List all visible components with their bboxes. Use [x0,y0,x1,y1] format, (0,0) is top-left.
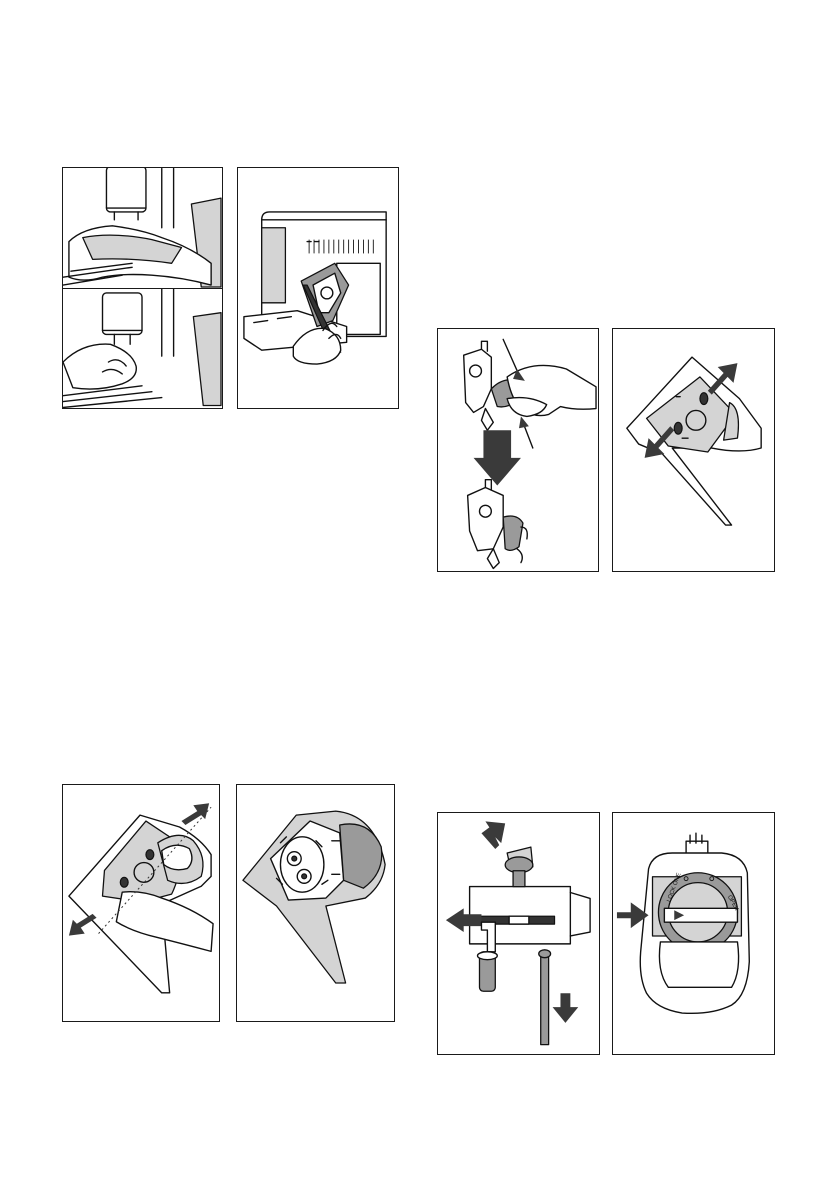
grinder-dial-illustration: LOCK ONE OPEN [613,813,774,1054]
brew-unit-open-arrows-illustration [613,329,774,571]
figure-brew-unit-pull-apart [612,328,775,572]
brew-unit-press-illustration [63,785,219,1021]
figure-brew-unit-removal [237,167,399,409]
figure-brew-unit-open-view [236,784,395,1022]
figure-dispenser-disassembly [437,812,600,1055]
figure-brew-unit-press-sides [62,784,220,1022]
figure-cleaning-drip-area [62,167,223,409]
figure-grinder-dial: LOCK ONE OPEN [612,812,775,1055]
brew-unit-inside-illustration [237,785,394,1021]
figure-divider [63,288,222,289]
machine-illustration [238,168,398,408]
brew-unit-clip-illustration [438,329,598,571]
figure-brew-unit-clip-release [437,328,599,572]
dispenser-parts-illustration [438,813,599,1054]
